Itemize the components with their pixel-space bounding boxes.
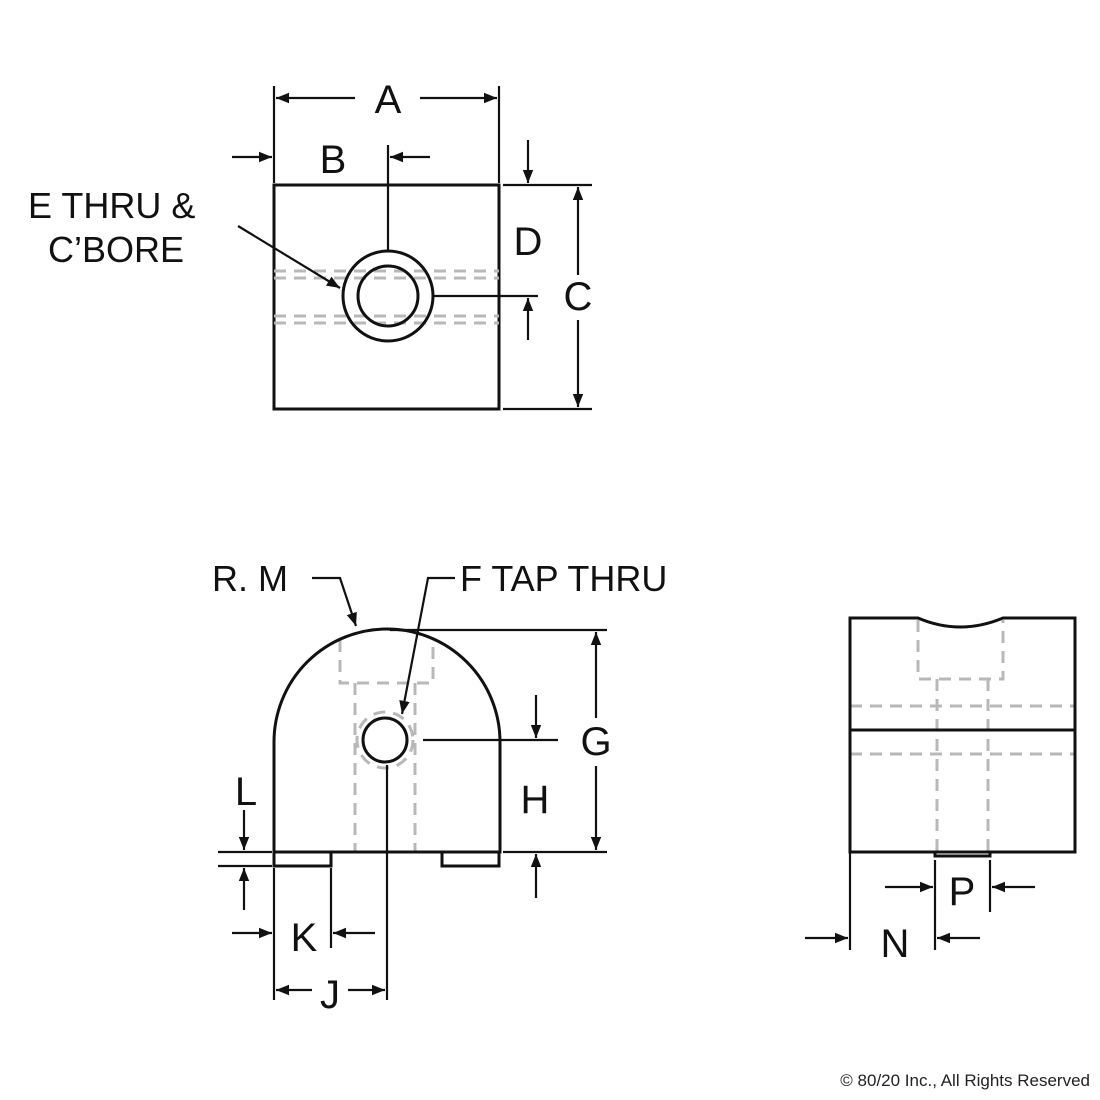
dimension-c: C — [503, 187, 593, 411]
dim-label-n: N — [881, 922, 910, 966]
dim-label-g: G — [580, 720, 611, 764]
dim-label-b: B — [320, 138, 347, 182]
dimension-n: N — [805, 848, 980, 966]
side-foot — [933, 850, 992, 858]
dimension-h: H — [423, 695, 558, 898]
dim-label-p: P — [949, 870, 976, 914]
dim-label-d: D — [514, 220, 543, 264]
side-view-outline — [848, 616, 1077, 854]
dimension-j: J — [276, 765, 389, 1017]
foot-right — [440, 850, 501, 868]
dim-label-a: A — [375, 78, 402, 122]
dim-label-k: K — [291, 916, 318, 960]
hidden-bore-lines — [274, 269, 499, 325]
dimension-k: K — [232, 868, 375, 1000]
front-view: R. M F TAP THRU G H L — [212, 558, 667, 1017]
dimension-b: B — [232, 138, 430, 251]
tap-hole-circle — [361, 716, 409, 764]
tap-callout: F TAP THRU — [399, 558, 667, 715]
e-thru-callout: E THRU & C’BORE — [28, 185, 341, 289]
top-view: A B D C E THRU & C’BORE — [28, 78, 593, 411]
dimension-d: D — [434, 140, 592, 340]
dimension-g: G — [390, 628, 612, 854]
thru-hole-circle — [356, 264, 420, 328]
dimension-a: A — [272, 78, 501, 183]
copyright-notice: © 80/20 Inc., All Rights Reserved — [840, 1071, 1090, 1090]
note-e-thru: E THRU & — [28, 185, 195, 226]
side-view: P N — [805, 616, 1077, 966]
dimension-l: L — [218, 770, 272, 910]
dim-label-j: J — [320, 973, 340, 1017]
dim-label-c: C — [564, 275, 593, 319]
dim-label-l: L — [235, 770, 257, 814]
note-cbore: C’BORE — [48, 229, 184, 270]
radius-callout: R. M — [212, 558, 358, 627]
note-tap-thru: F TAP THRU — [460, 558, 667, 599]
dimension-p: P — [885, 860, 1035, 914]
foot-left — [272, 850, 333, 868]
note-radius: R. M — [212, 558, 288, 599]
dim-label-h: H — [521, 778, 550, 822]
